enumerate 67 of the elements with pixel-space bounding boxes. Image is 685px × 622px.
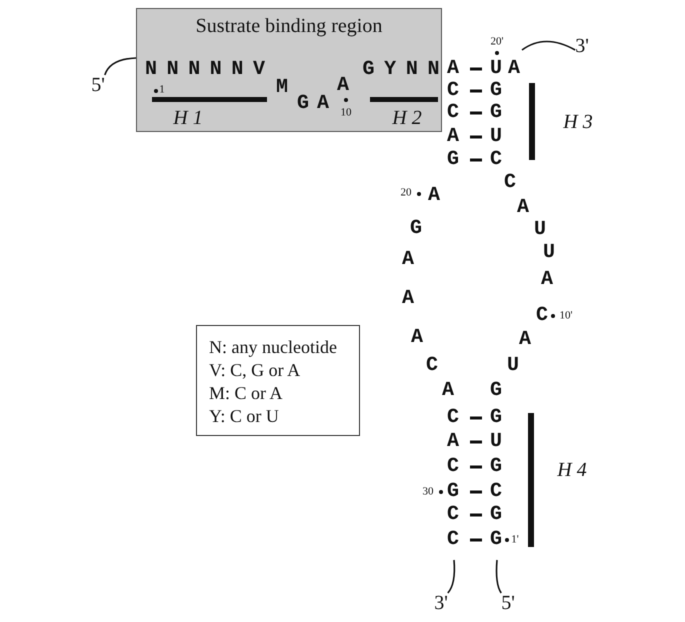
helix-label: H 4 bbox=[557, 460, 587, 480]
binding-region-box bbox=[136, 8, 442, 132]
legend-entry: V: C, G or A bbox=[209, 360, 300, 378]
nucleotide-letter: U bbox=[490, 127, 502, 147]
nucleotide-letter: C bbox=[504, 173, 516, 193]
nucleotide-sequence: GA bbox=[296, 94, 337, 114]
nucleotide-letter: C bbox=[490, 150, 502, 170]
nucleotide-letter: C bbox=[447, 457, 459, 477]
legend-entry: M: C or A bbox=[209, 384, 283, 402]
nucleotide-letter: C bbox=[447, 408, 459, 428]
nucleotide-letter: U bbox=[507, 356, 519, 376]
nucleotide-letter: C bbox=[426, 356, 438, 376]
position-number: 1' bbox=[511, 534, 519, 546]
strand-end-label: 3' bbox=[575, 36, 589, 56]
nucleotide-letter: A bbox=[442, 381, 454, 401]
nucleotide-letter: C bbox=[447, 505, 459, 525]
strand-end-label: 5' bbox=[501, 593, 515, 613]
position-number: 30 bbox=[422, 486, 434, 498]
nucleotide-letter: A bbox=[337, 76, 349, 96]
nucleotide-letter: A bbox=[447, 432, 459, 452]
nucleotide-letter: G bbox=[490, 457, 502, 477]
position-number: 20 bbox=[400, 188, 412, 198]
nucleotide-letter: G bbox=[490, 530, 502, 550]
nucleotide-letter: G bbox=[490, 381, 502, 401]
strand-end-label: 3' bbox=[434, 593, 448, 613]
strand-line bbox=[522, 40, 576, 51]
position-number: 10 bbox=[340, 108, 352, 118]
position-number: 1 bbox=[159, 84, 165, 96]
nucleotide-letter: G bbox=[410, 219, 422, 239]
nucleotide-letter: M bbox=[276, 78, 288, 98]
helix-label: H 3 bbox=[563, 112, 593, 132]
nucleotide-letter: U bbox=[534, 220, 546, 240]
nucleotide-letter: C bbox=[536, 306, 548, 326]
nucleotide-letter: A bbox=[402, 289, 414, 309]
nucleotide-letter: G bbox=[490, 408, 502, 428]
nucleotide-letter: U bbox=[543, 243, 555, 263]
nucleotide-letter: A bbox=[428, 186, 440, 206]
nucleotide-letter: G bbox=[447, 482, 459, 502]
nucleotide-letter: A bbox=[447, 59, 459, 79]
position-number: 20' bbox=[490, 36, 504, 48]
nucleotide-letter: C bbox=[447, 81, 459, 101]
helix-label: H 1 bbox=[173, 108, 203, 128]
legend-entry: N: any nucleotide bbox=[209, 338, 337, 356]
nucleotide-sequence: NNNNNV bbox=[144, 60, 275, 80]
nucleotide-letter: G bbox=[490, 505, 502, 525]
nucleotide-sequence: UA bbox=[489, 59, 526, 79]
nucleotide-letter: C bbox=[447, 103, 459, 123]
strand-line bbox=[447, 560, 456, 594]
nucleotide-letter: G bbox=[490, 103, 502, 123]
nucleotide-letter: U bbox=[490, 432, 502, 452]
strand-line bbox=[104, 57, 136, 76]
region-title: Sustrate binding region bbox=[194, 16, 384, 36]
nucleotide-letter: G bbox=[490, 81, 502, 101]
nucleotide-letter: A bbox=[541, 270, 553, 290]
position-number: 10' bbox=[560, 310, 572, 322]
nucleotide-letter: A bbox=[519, 330, 531, 350]
nucleotide-letter: C bbox=[447, 530, 459, 550]
nucleotide-letter: A bbox=[447, 127, 459, 147]
strand-end-label: 5' bbox=[91, 75, 105, 95]
nucleotide-letter: C bbox=[490, 482, 502, 502]
nucleotide-letter: A bbox=[411, 328, 423, 348]
nucleotide-letter: A bbox=[517, 198, 529, 218]
nucleotide-letter: G bbox=[447, 150, 459, 170]
helix-label: H 2 bbox=[392, 108, 422, 128]
strand-line bbox=[496, 560, 502, 594]
nucleotide-letter: A bbox=[402, 250, 414, 270]
legend-entry: Y: C or U bbox=[209, 406, 279, 424]
